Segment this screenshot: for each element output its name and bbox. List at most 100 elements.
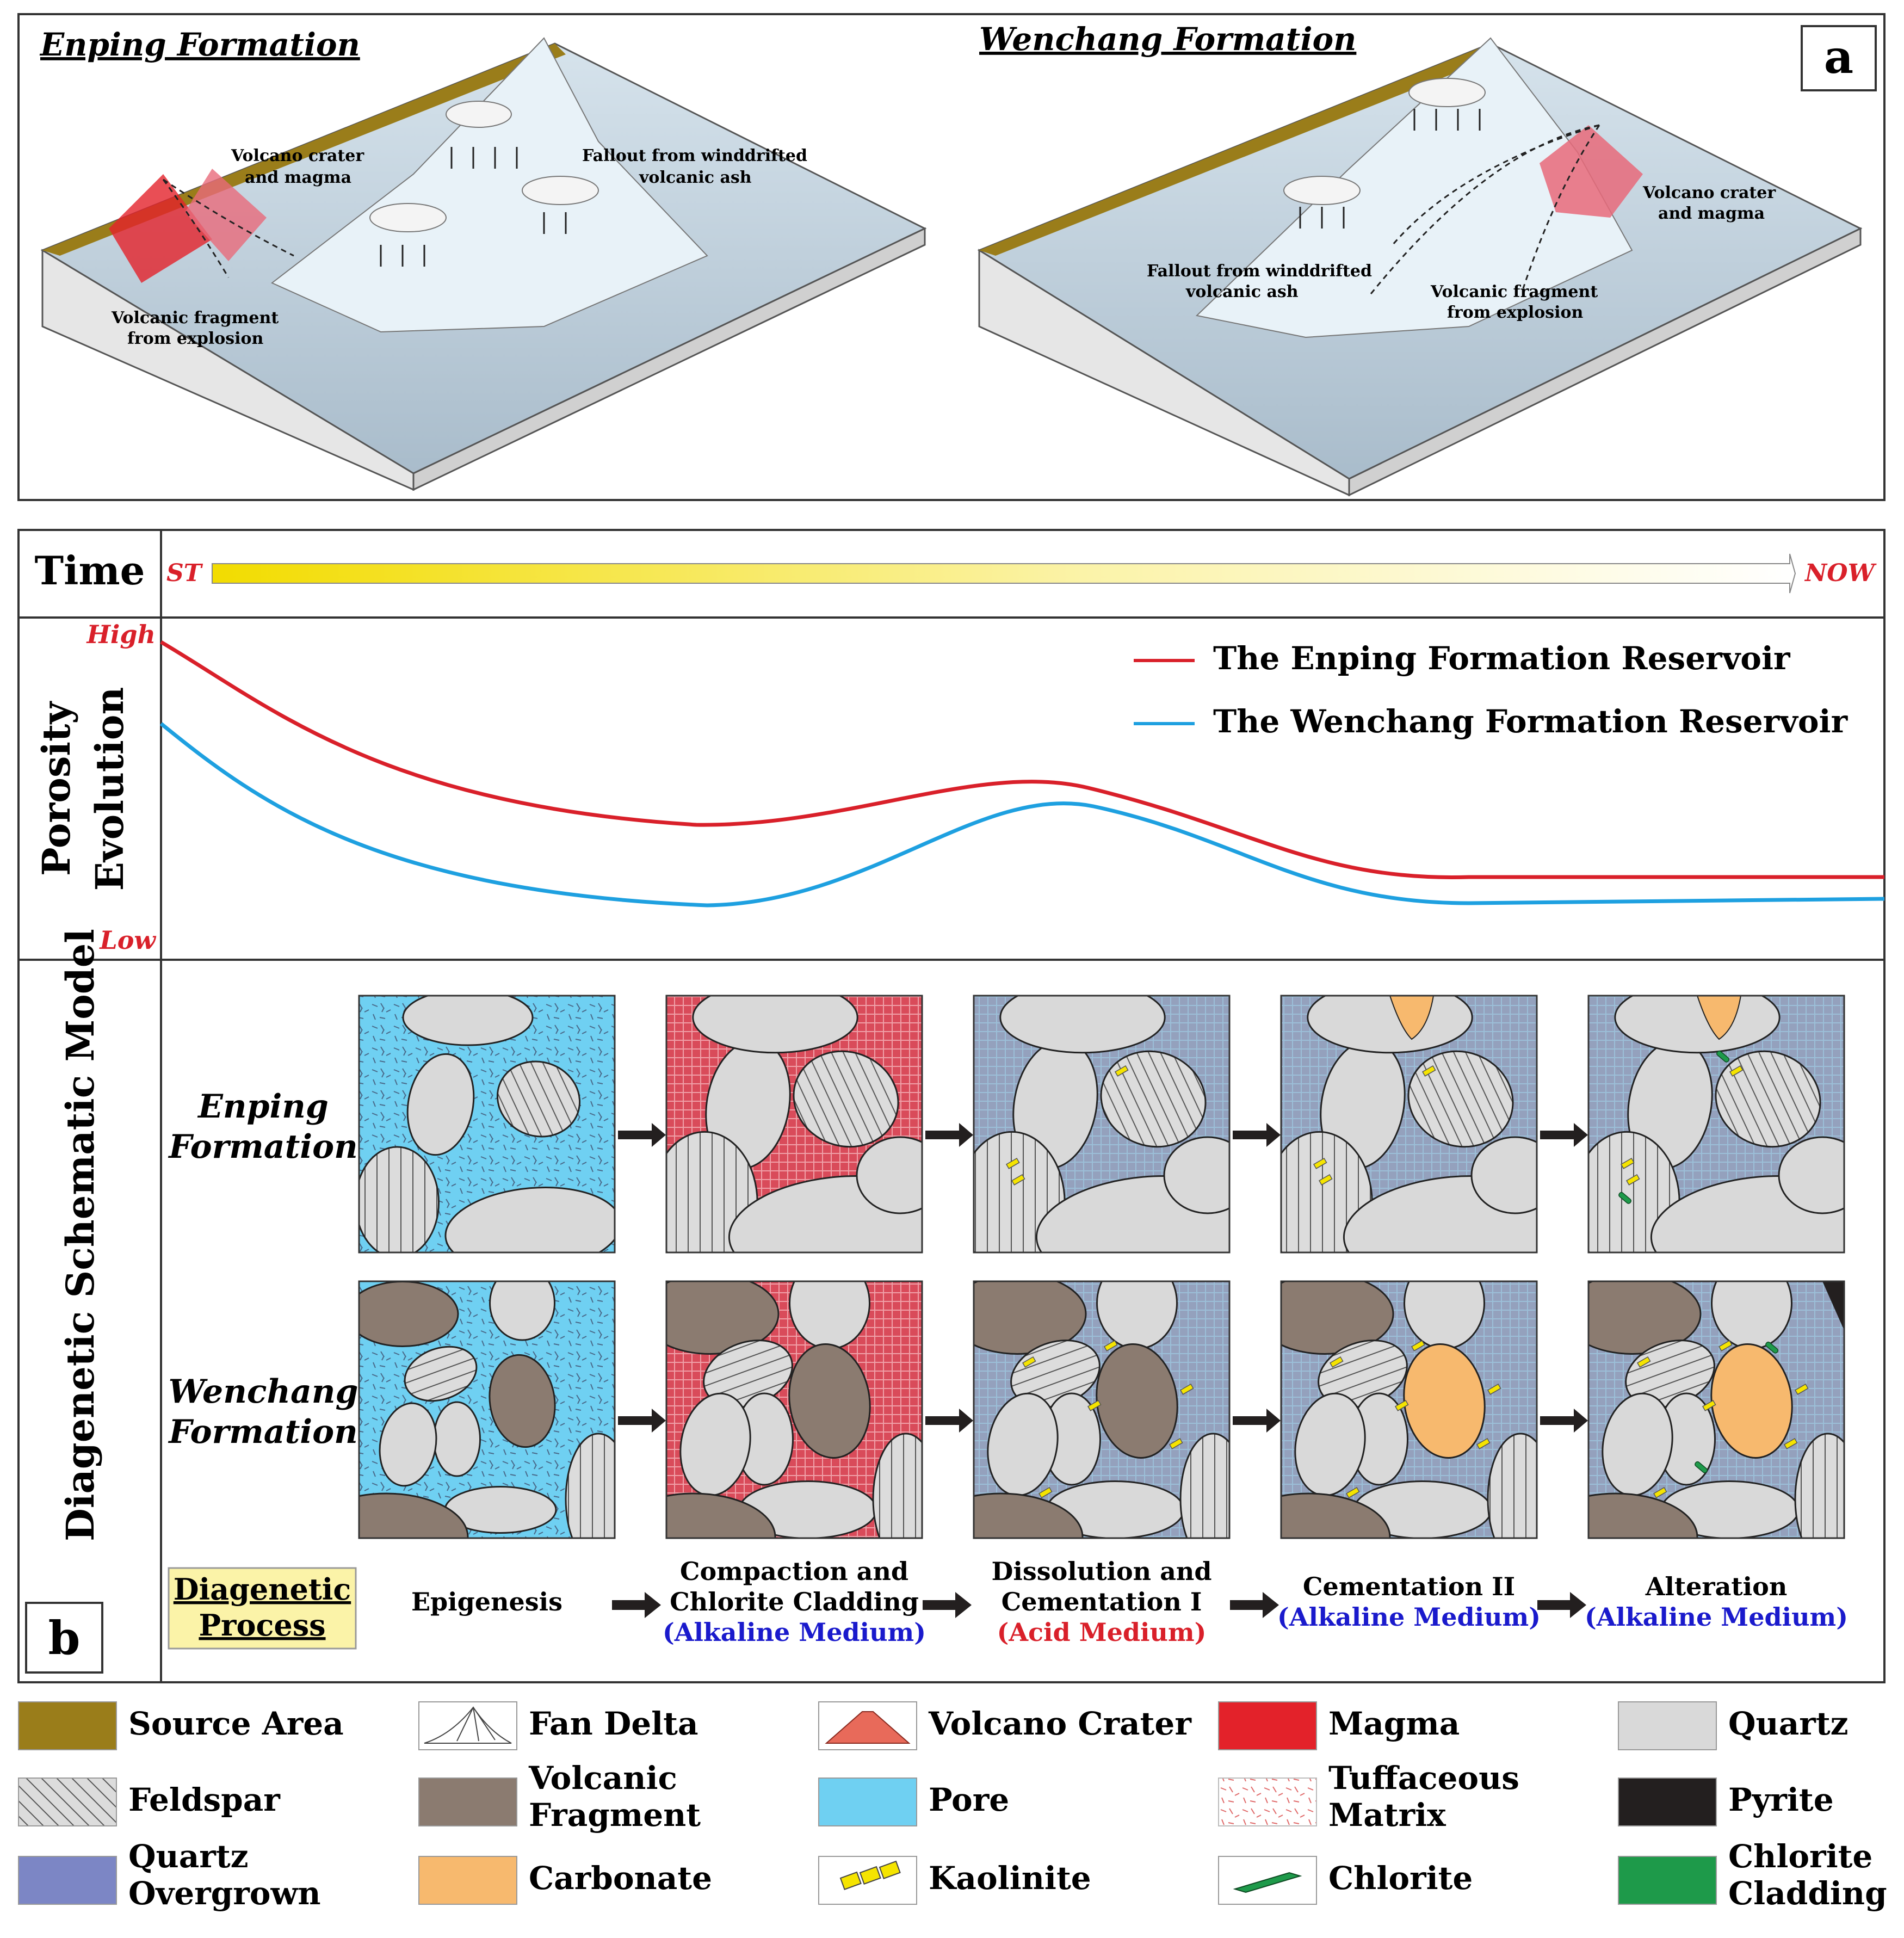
legend-item-pyrite: Pyrite	[1618, 1777, 1834, 1826]
model-label: Diagenetic Schematic Model	[58, 929, 103, 1541]
process-arrow	[1537, 1592, 1586, 1618]
legend-label-line: Cladding	[1728, 1875, 1887, 1912]
legend-wenchang-name: The Wenchang Formation Reservoir	[1213, 703, 1849, 740]
legend-label-line: Tuffaceous	[1328, 1760, 1519, 1797]
process-arrow	[1230, 1592, 1279, 1618]
stage-2-line-0: Dissolution and	[991, 1557, 1211, 1586]
stage-0-line-0: Epigenesis	[411, 1587, 562, 1616]
wenchang-fallout-label-2: volcanic ash	[1185, 282, 1299, 301]
stage-1-line-0: Compaction and	[680, 1557, 908, 1586]
legend-label: Fan Delta	[529, 1705, 698, 1742]
wenchang-dissolution-thumbnail	[973, 1280, 1281, 1539]
enping-row-label-2: Formation	[168, 1128, 357, 1166]
legend-enping-name: The Enping Formation Reservoir	[1213, 640, 1791, 677]
panel-a: Enping Formation Volcano crater and magm…	[17, 13, 1886, 501]
stage-arrow	[618, 1409, 666, 1433]
porosity-low-label: Low	[98, 925, 156, 955]
process-label-2: Process	[199, 1608, 325, 1643]
legend-label: Pore	[929, 1781, 1009, 1818]
panel-b: Time ST NOW Porosity Evolution High Low …	[17, 529, 1886, 1683]
enping-fallout-label-2: volcanic ash	[639, 168, 752, 187]
process-arrow	[923, 1592, 972, 1618]
enping-fallout-label-1: Fallout from winddrifted	[582, 146, 807, 165]
stage-arrow	[925, 1409, 973, 1433]
legend-item-kaolinite: Kaolinite	[818, 1856, 1091, 1905]
legend-label-line: Quartz	[128, 1838, 249, 1875]
enping-row-label-1: Enping	[197, 1088, 329, 1126]
enping-block-diagram	[40, 37, 927, 491]
wenchang-crater-label-1: Volcano crater	[1642, 183, 1776, 202]
wenchang-fragment-label-1: Volcanic fragment	[1430, 282, 1598, 301]
wenchang-alteration-thumbnail	[1587, 1280, 1845, 1539]
legend-item-carbonate: Carbonate	[418, 1856, 712, 1905]
legend-item-magma: Magma	[1218, 1701, 1460, 1750]
porosity-label-1: Porosity	[34, 701, 79, 876]
stage-4-medium: (Alkaline Medium)	[1585, 1602, 1848, 1632]
stage-3-medium: (Alkaline Medium)	[1277, 1602, 1541, 1632]
wenchang-row-label-2: Formation	[168, 1413, 357, 1451]
legend-label-line: Volcanic	[528, 1760, 677, 1797]
legend-label: Quartz	[1728, 1705, 1849, 1742]
enping-porosity-curve	[160, 640, 1884, 879]
wenchang-epigenesis-thumbnail	[358, 1280, 666, 1539]
enping-crater-label-2: and magma	[245, 168, 351, 187]
panel-b-frame	[17, 529, 1886, 1683]
panel-a-label-box	[1801, 25, 1877, 91]
diagenetic-thumbnails	[358, 995, 1845, 1539]
time-label: Time	[35, 547, 145, 594]
legend-label: Magma	[1328, 1705, 1460, 1742]
enping-alteration-thumbnail	[1587, 995, 1845, 1254]
legend-item-quartz: Quartz	[1618, 1701, 1849, 1750]
legend-item-chlorite: Chlorite	[1218, 1856, 1473, 1905]
stage-4-line-0: Alteration	[1645, 1572, 1788, 1601]
time-start-label: ST	[166, 559, 203, 587]
legend-label: Source Area	[128, 1705, 344, 1742]
panel-b-label-box	[25, 1602, 103, 1674]
enping-epigenesis-thumbnail	[358, 995, 666, 1254]
legend-item-volcano-crater: Volcano Crater	[818, 1701, 1192, 1750]
stage-arrow	[1540, 1409, 1588, 1433]
wenchang-row-label-1: Wenchang	[169, 1373, 358, 1411]
porosity-label-2: Evolution	[87, 687, 132, 891]
wenchang-source-area	[979, 44, 1501, 256]
enping-fragment-label-1: Volcanic fragment	[111, 308, 279, 328]
wenchang-fragment-label-2: from explosion	[1447, 303, 1584, 322]
panel-b-label: b	[48, 1611, 81, 1665]
stage-2-medium: (Acid Medium)	[997, 1618, 1207, 1647]
stage-arrow	[1233, 1123, 1281, 1147]
stage-arrow	[925, 1123, 973, 1147]
wenchang-title: Wenchang Formation	[979, 21, 1356, 58]
legend-label-line: Matrix	[1328, 1797, 1446, 1834]
legend-item-source-area: Source Area	[18, 1701, 344, 1750]
panel-a-label: a	[1824, 30, 1853, 84]
enping-fragment-label-2: from explosion	[127, 329, 264, 348]
enping-compaction-thumbnail	[665, 995, 973, 1254]
stage-arrow	[1540, 1123, 1588, 1147]
stage-3-line-0: Cementation II	[1303, 1572, 1515, 1601]
legend-label: Pyrite	[1728, 1781, 1834, 1818]
stage-1-line-1: Chlorite Cladding	[670, 1587, 919, 1616]
time-arrow	[212, 553, 1796, 594]
porosity-high-label: High	[85, 620, 156, 649]
wenchang-compaction-thumbnail	[665, 1280, 973, 1539]
enping-crater-label-1: Volcano crater	[231, 146, 364, 165]
stage-arrow	[1233, 1409, 1281, 1433]
legend-item-fan-delta: Fan Delta	[418, 1701, 698, 1750]
legend-item-pore: Pore	[818, 1777, 1009, 1826]
process-arrow	[612, 1592, 661, 1618]
stage-arrow	[618, 1123, 666, 1147]
enping-cementation-2-thumbnail	[1280, 995, 1588, 1254]
process-label-1: Diagenetic	[174, 1572, 351, 1607]
legend-label-line: Overgrown	[128, 1875, 321, 1912]
wenchang-porosity-curve	[159, 722, 1885, 908]
process-label-box	[168, 1567, 357, 1650]
enping-title: Enping Formation	[39, 26, 360, 63]
stage-1-medium: (Alkaline Medium)	[663, 1618, 926, 1647]
wenchang-fallout-label-1: Fallout from winddrifted	[1147, 262, 1372, 281]
legend-label: Volcano Crater	[928, 1705, 1192, 1742]
